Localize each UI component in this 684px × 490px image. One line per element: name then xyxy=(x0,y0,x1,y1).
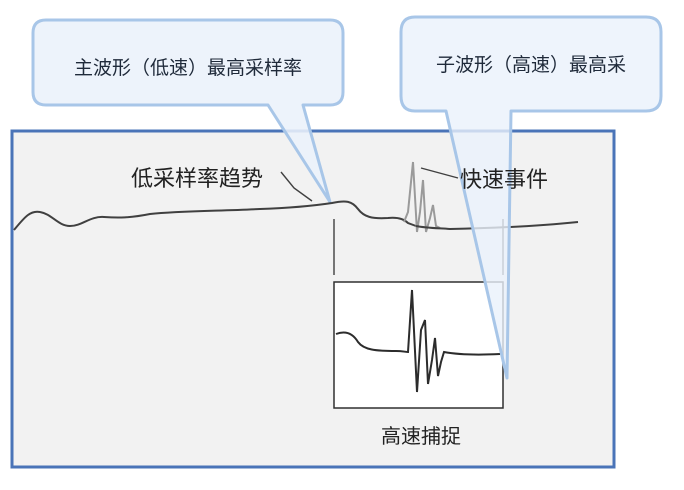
low-rate-trace xyxy=(13,200,417,231)
callout-main-waveform: 主波形（低速）最高采样率 xyxy=(31,18,345,204)
callout-main-bubble xyxy=(31,18,345,204)
scope-frame xyxy=(10,129,616,469)
high-speed-capture-box xyxy=(333,281,504,409)
low-rate-trace-continued xyxy=(415,221,579,231)
trend-label-leader xyxy=(280,171,313,202)
high-speed-capture-label: 高速捕捉 xyxy=(381,424,461,448)
callout-sub-bubble xyxy=(399,15,663,380)
fast-event-label-leader xyxy=(420,167,459,179)
fast-event-trace xyxy=(403,161,441,233)
callout-sub-waveform: 子波形（高速）最高采 xyxy=(399,15,663,380)
callout-sub-text: 子波形（高速）最高采 xyxy=(436,54,626,76)
high-speed-capture-trace xyxy=(335,289,501,393)
fast-event-label: 快速事件 xyxy=(460,168,548,193)
low-rate-trend-label: 低采样率趋势 xyxy=(131,167,263,192)
callout-main-text: 主波形（低速）最高采样率 xyxy=(74,57,302,79)
